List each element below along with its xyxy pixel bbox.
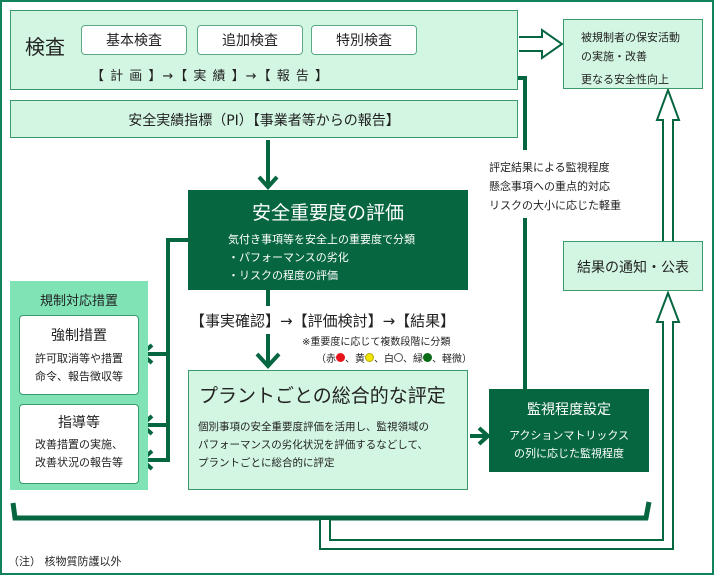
process-flow: 【事実確認】→【評価検討】→【結果】 xyxy=(190,310,456,331)
arrow-plant-to-monitoring xyxy=(470,426,492,446)
pi-box: 安全実績指標（PI）【事業者等からの報告】 xyxy=(10,100,518,138)
special-inspection-button[interactable]: 特別検査 xyxy=(311,25,417,55)
monitoring-box: 監視程度設定 アクションマトリックス の列に応じた監視程度 xyxy=(489,389,649,472)
guidance-line: 改善状況の報告等 xyxy=(35,456,123,469)
publication-box: 結果の通知・公表 xyxy=(563,241,703,291)
white-dot-icon xyxy=(394,353,403,362)
monitoring-line: の列に応じた監視程度 xyxy=(514,447,624,460)
additional-inspection-button[interactable]: 追加検査 xyxy=(197,25,303,55)
evaluation-line: ・パフォーマンスの劣化 xyxy=(228,251,349,264)
level-green-label: 、緑 xyxy=(403,354,423,365)
level-minor-label: 、軽微） xyxy=(432,354,472,365)
hollow-arrow-to-publication xyxy=(319,290,681,550)
bottom-bracket xyxy=(10,501,652,521)
licensee-box: 被規制者の保安活動 の実施・改善 更なる安全性向上 xyxy=(563,19,703,89)
plant-line: プラントごとに総合的に評定 xyxy=(198,457,335,469)
plant-title: プラントごとの総合的な評定 xyxy=(199,385,446,407)
inspection-box: 検査 基本検査 追加検査 特別検査 【 計 画 】→【 実 績 】→【 報 告 … xyxy=(10,10,518,90)
guidance-box: 指導等 改善措置の実施、 改善状況の報告等 xyxy=(19,404,139,484)
basic-inspection-button[interactable]: 基本検査 xyxy=(81,25,187,55)
licensee-line: 更なる安全性向上 xyxy=(581,73,669,86)
classification-levels: （赤 、黄 、白 、緑 、軽微） xyxy=(316,350,472,365)
feedback-line: 評定結果による監視程度 xyxy=(489,161,610,174)
feedback-line: リスクの大小に応じた軽重 xyxy=(489,199,621,212)
connector-to-regulatory xyxy=(144,238,188,462)
enforcement-box: 強制措置 許可取消等や措置 命令、報告徴収等 xyxy=(19,315,139,395)
level-white-label: 、白 xyxy=(374,354,394,365)
enforcement-line: 許可取消等や措置 xyxy=(35,352,123,365)
guidance-title: 指導等 xyxy=(58,415,100,431)
evaluation-title: 安全重要度の評価 xyxy=(251,202,404,224)
hollow-arrow-publication-to-licensee xyxy=(655,87,681,241)
guidance-line: 改善措置の実施、 xyxy=(35,438,123,451)
red-dot-icon xyxy=(336,353,345,362)
monitoring-line: アクションマトリックス xyxy=(508,429,630,442)
monitoring-title: 監視程度設定 xyxy=(527,402,611,418)
feedback-line: 懸念事項への重点的対応 xyxy=(489,180,610,193)
classification-note: ※重要度に応じて複数段階に分類 xyxy=(302,337,451,348)
enforcement-title: 強制措置 xyxy=(51,328,107,344)
enforcement-line: 命令、報告徴収等 xyxy=(35,370,123,383)
feedback-text: 評定結果による監視程度 懸念事項への重点的対応 リスクの大小に応じた軽重 xyxy=(489,158,621,215)
evaluation-line: 気付き事項等を安全上の重要度で分類 xyxy=(228,233,415,246)
hollow-arrow-to-licensee xyxy=(519,28,564,60)
regulatory-measures-box: 規制対応措置 強制措置 許可取消等や措置 命令、報告徴収等 指導等 改善措置の実… xyxy=(10,281,148,490)
licensee-line: 被規制者の保安活動 xyxy=(581,31,680,44)
level-red-label: （赤 xyxy=(316,354,336,365)
plant-line: 個別事項の安全重要度評価を活用し、監視領域の xyxy=(198,421,429,433)
inspection-flow: 【 計 画 】→【 実 績 】→【 報 告 】 xyxy=(91,69,329,84)
evaluation-line: ・リスクの程度の評価 xyxy=(228,269,338,282)
green-dot-icon xyxy=(423,353,432,362)
level-yellow-label: 、黄 xyxy=(345,354,365,365)
regulatory-title: 規制対応措置 xyxy=(39,294,118,309)
plant-line: パフォーマンスの劣化状況を評価するなどして、 xyxy=(198,439,428,451)
yellow-dot-icon xyxy=(365,353,374,362)
footnote: （注） 核物質防護以外 xyxy=(8,555,122,568)
plant-assessment-box: プラントごとの総合的な評定 個別事項の安全重要度評価を活用し、監視領域の パフォ… xyxy=(188,370,468,490)
evaluation-box: 安全重要度の評価 気付き事項等を安全上の重要度で分類 ・パフォーマンスの劣化 ・… xyxy=(188,190,468,290)
inspection-title: 検査 xyxy=(25,35,65,59)
licensee-line: の実施・改善 xyxy=(581,50,647,63)
